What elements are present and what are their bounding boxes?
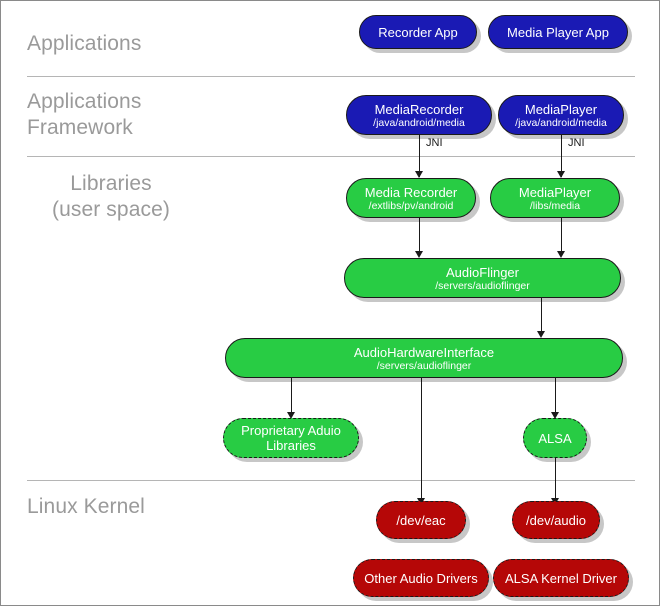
node-alsa[interactable]: ALSA (523, 418, 587, 458)
edge-alsa-to-dev-audio (555, 458, 556, 502)
node-alsa-kernel-driver-title: ALSA Kernel Driver (505, 570, 617, 586)
edge-ahi-to-dev-eac (421, 378, 422, 502)
node-proprietary-audio-libraries-title: Proprietary Aduio (241, 423, 341, 438)
arrowhead-mediaplayer-lib (557, 171, 565, 178)
node-media-recorder-library[interactable]: Media Recorder /extlibs/pv/android (346, 178, 476, 218)
node-recorder-app-title: Recorder App (378, 24, 458, 40)
arrowhead-audiohardwareinterface (537, 331, 545, 338)
node-alsa-title: ALSA (538, 430, 572, 446)
node-media-player-framework-title: MediaPlayer (524, 101, 598, 117)
edge-label-jni-right: JNI (568, 137, 585, 149)
node-dev-audio-title: /dev/audio (526, 512, 586, 528)
edge-ahi-to-proprietary-libs (291, 378, 292, 416)
layer-label-libraries: Libraries (user space) (52, 172, 170, 221)
edge-mediaplayer-fw-to-lib (561, 135, 562, 177)
node-media-player-app[interactable]: Media Player App (488, 15, 628, 49)
node-media-recorder-framework[interactable]: MediaRecorder /java/android/media (346, 95, 492, 135)
edge-ahi-to-alsa (555, 378, 556, 416)
node-media-player-library[interactable]: MediaPlayer /libs/media (490, 178, 620, 218)
node-media-player-framework-path: /java/android/media (515, 116, 607, 129)
node-media-recorder-framework-title: MediaRecorder (374, 101, 464, 117)
node-media-recorder-library-path: /extlibs/pv/android (368, 199, 454, 212)
node-other-audio-drivers[interactable]: Other Audio Drivers (353, 559, 489, 597)
node-audio-flinger-path: /servers/audioflinger (435, 279, 530, 292)
node-audio-flinger[interactable]: AudioFlinger /servers/audioflinger (344, 258, 621, 298)
node-recorder-app[interactable]: Recorder App (359, 15, 477, 49)
node-audio-hardware-interface-path: /servers/audioflinger (376, 359, 472, 372)
divider-applications (27, 76, 635, 77)
divider-framework (27, 156, 635, 157)
node-dev-audio[interactable]: /dev/audio (512, 501, 600, 539)
node-dev-eac[interactable]: /dev/eac (376, 501, 466, 539)
node-proprietary-audio-libraries-line2: Libraries (266, 438, 316, 453)
node-media-player-app-title: Media Player App (507, 24, 609, 40)
node-media-player-library-path: /libs/media (529, 199, 581, 212)
node-media-recorder-framework-path: /java/android/media (373, 116, 465, 129)
layer-label-linux-kernel: Linux Kernel (27, 495, 145, 518)
edge-label-jni-left: JNI (426, 137, 443, 149)
node-audio-hardware-interface-title: AudioHardwareInterface (353, 344, 495, 360)
layer-label-applications: Applications (27, 32, 142, 55)
arrowhead-alsa (551, 412, 559, 419)
edge-mediarecorder-fw-to-lib (419, 135, 420, 177)
arrowhead-audioflinger-left (415, 251, 423, 258)
node-media-player-library-title: MediaPlayer (518, 184, 592, 200)
arrowhead-mediarecorder-lib (415, 171, 423, 178)
divider-libraries (27, 480, 635, 481)
edge-audioflinger-to-audiohardwareinterface (541, 298, 542, 336)
node-audio-hardware-interface[interactable]: AudioHardwareInterface /servers/audiofli… (225, 338, 623, 378)
node-audio-flinger-title: AudioFlinger (446, 264, 519, 280)
node-proprietary-audio-libraries[interactable]: Proprietary Aduio Libraries (223, 418, 359, 458)
node-other-audio-drivers-title: Other Audio Drivers (364, 570, 478, 586)
edge-mediarecorder-lib-to-audioflinger (419, 218, 420, 256)
edge-mediaplayer-lib-to-audioflinger (561, 218, 562, 256)
layer-label-applications-framework: Applications Framework (27, 90, 142, 139)
node-media-player-framework[interactable]: MediaPlayer /java/android/media (498, 95, 624, 135)
node-media-recorder-library-title: Media Recorder (364, 184, 458, 200)
arrowhead-audioflinger-right (557, 251, 565, 258)
arrowhead-proprietary-libs (287, 412, 295, 419)
node-dev-eac-title: /dev/eac (396, 512, 446, 528)
node-alsa-kernel-driver[interactable]: ALSA Kernel Driver (493, 559, 629, 597)
